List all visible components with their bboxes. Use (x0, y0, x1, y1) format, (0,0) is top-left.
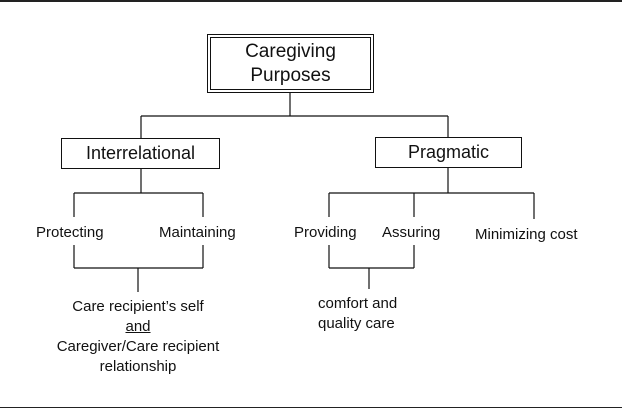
leaf-maintaining: Maintaining (159, 224, 236, 241)
leaf-providing: Providing (294, 224, 357, 241)
root-node-line2: Purposes (250, 64, 331, 86)
leaf-protecting: Protecting (36, 224, 104, 241)
outcome-left-line1: Care recipient’s self (72, 298, 204, 315)
top-rule (0, 0, 622, 2)
root-node-line1: Caregiving (245, 40, 336, 62)
branch-node-pragmatic: Pragmatic (375, 137, 522, 168)
branch-label-interrelational: Interrelational (85, 143, 196, 163)
outcome-left-line2: and (125, 318, 151, 335)
branch-label-pragmatic: Pragmatic (407, 142, 490, 162)
outcome-right-line2: quality care (318, 315, 395, 332)
root-node-caregiving-purposes: Caregiving Purposes (207, 34, 374, 93)
bottom-rule (0, 407, 622, 408)
outcome-left-line4: relationship (99, 358, 177, 375)
branch-node-interrelational: Interrelational (61, 138, 220, 169)
outcome-pragmatic: comfort and quality care (318, 294, 418, 334)
leaf-assuring: Assuring (382, 224, 441, 241)
outcome-left-line3: Caregiver/Care recipient (56, 338, 220, 355)
leaf-minimizing-cost: Minimizing cost (475, 226, 578, 243)
outcome-right-line1: comfort and (318, 295, 398, 312)
outcome-interrelational: Care recipient’s self and Caregiver/Care… (38, 297, 238, 377)
